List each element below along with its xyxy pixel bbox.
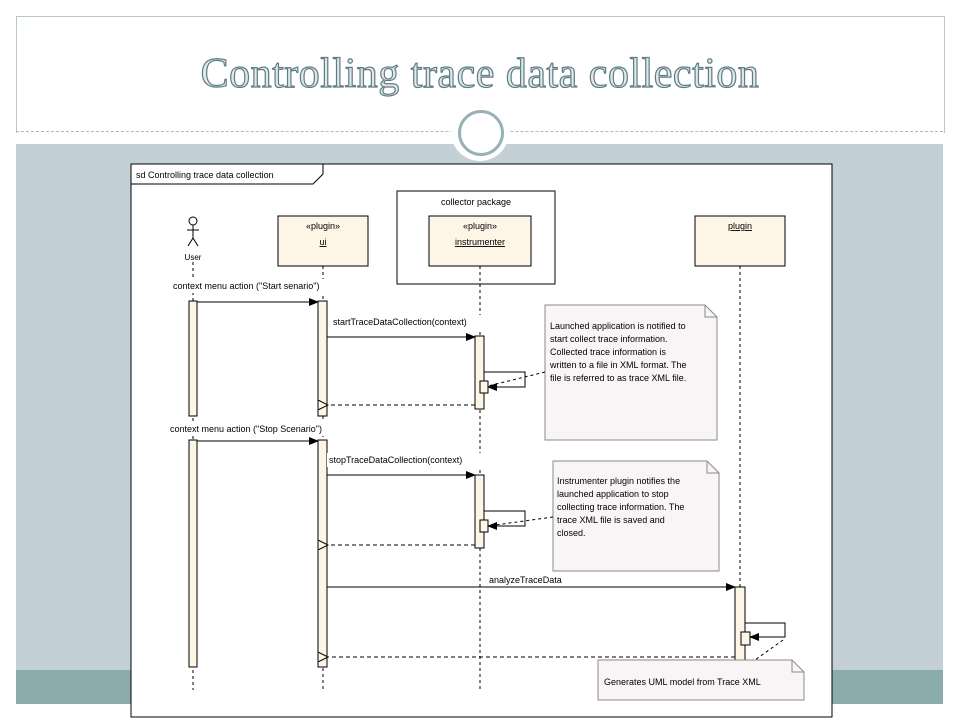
ui-lifeline-head — [277, 215, 369, 267]
instrumenter-stereotype: «plugin» — [463, 221, 497, 231]
message-start-scenario: context menu action ("Start senario") — [173, 281, 319, 291]
instrumenter-self-activation-2 — [479, 519, 489, 533]
note-3 — [597, 659, 805, 701]
user-actor-icon — [187, 216, 199, 247]
note-2-line-5: closed. — [557, 528, 586, 538]
instrumenter-activation-1 — [474, 335, 485, 410]
note-1 — [544, 304, 718, 441]
stop-scenario-label-bg — [168, 422, 350, 436]
note-2-line-2: launched application to stop — [557, 489, 669, 499]
start-scenario-label-bg — [171, 279, 346, 293]
package-label: collector package — [441, 197, 511, 207]
self-call-1 — [484, 371, 526, 391]
instrumenter-name: instrumenter — [455, 237, 505, 247]
note-1-line-3: Collected trace information is — [550, 347, 667, 357]
ui-stereotype: «plugin» — [306, 221, 340, 231]
user-activation-1 — [188, 300, 198, 417]
ui-activation-2 — [317, 439, 328, 668]
message-analyze: analyzeTraceData — [489, 575, 562, 585]
note-2-line-3: collecting trace information. The — [557, 502, 684, 512]
note-1-anchor — [487, 371, 546, 387]
start-collection-label-bg — [331, 315, 493, 329]
note-2-line-1: Instrumenter plugin notifies the — [557, 476, 680, 486]
self-call-3 — [745, 622, 786, 641]
user-activation-2 — [188, 439, 198, 668]
note-2-line-4: trace XML file is saved and — [557, 515, 665, 525]
plugin-name: plugin — [728, 221, 752, 231]
note-2 — [552, 460, 720, 572]
note-2-anchor — [487, 516, 554, 527]
frame-label: sd Controlling trace data collection — [136, 170, 274, 180]
stop-collection-label-bg — [327, 453, 487, 467]
frame-label-tab — [130, 163, 324, 185]
slide-title: Controlling trace data collection — [200, 50, 760, 97]
instrumenter-self-activation-1 — [479, 380, 489, 394]
note-1-line-5: file is referred to as trace XML file. — [550, 373, 686, 383]
ui-name: ui — [319, 237, 326, 247]
analyze-label-bg — [486, 573, 576, 587]
message-start-collection: startTraceDataCollection(context) — [333, 317, 467, 327]
actor-label: User — [185, 253, 202, 262]
ui-activation-1 — [317, 300, 328, 417]
plugin-lifeline-head — [694, 215, 786, 267]
note-3-line-1: Generates UML model from Trace XML — [604, 677, 761, 687]
instrumenter-activation-2 — [474, 474, 485, 549]
self-call-2 — [484, 510, 526, 530]
plugin-activation — [734, 586, 746, 661]
message-stop-scenario: context menu action ("Stop Scenario") — [170, 424, 322, 434]
note-1-line-4: written to a file in XML format. The — [549, 360, 687, 370]
plugin-self-activation — [740, 631, 751, 646]
message-stop-collection: stopTraceDataCollection(context) — [329, 455, 462, 465]
divider-ornament-ring — [458, 110, 504, 156]
note-1-line-1: Launched application is notified to — [550, 321, 686, 331]
instrumenter-lifeline-head — [428, 215, 532, 267]
note-1-line-2: start collect trace information. — [550, 334, 668, 344]
